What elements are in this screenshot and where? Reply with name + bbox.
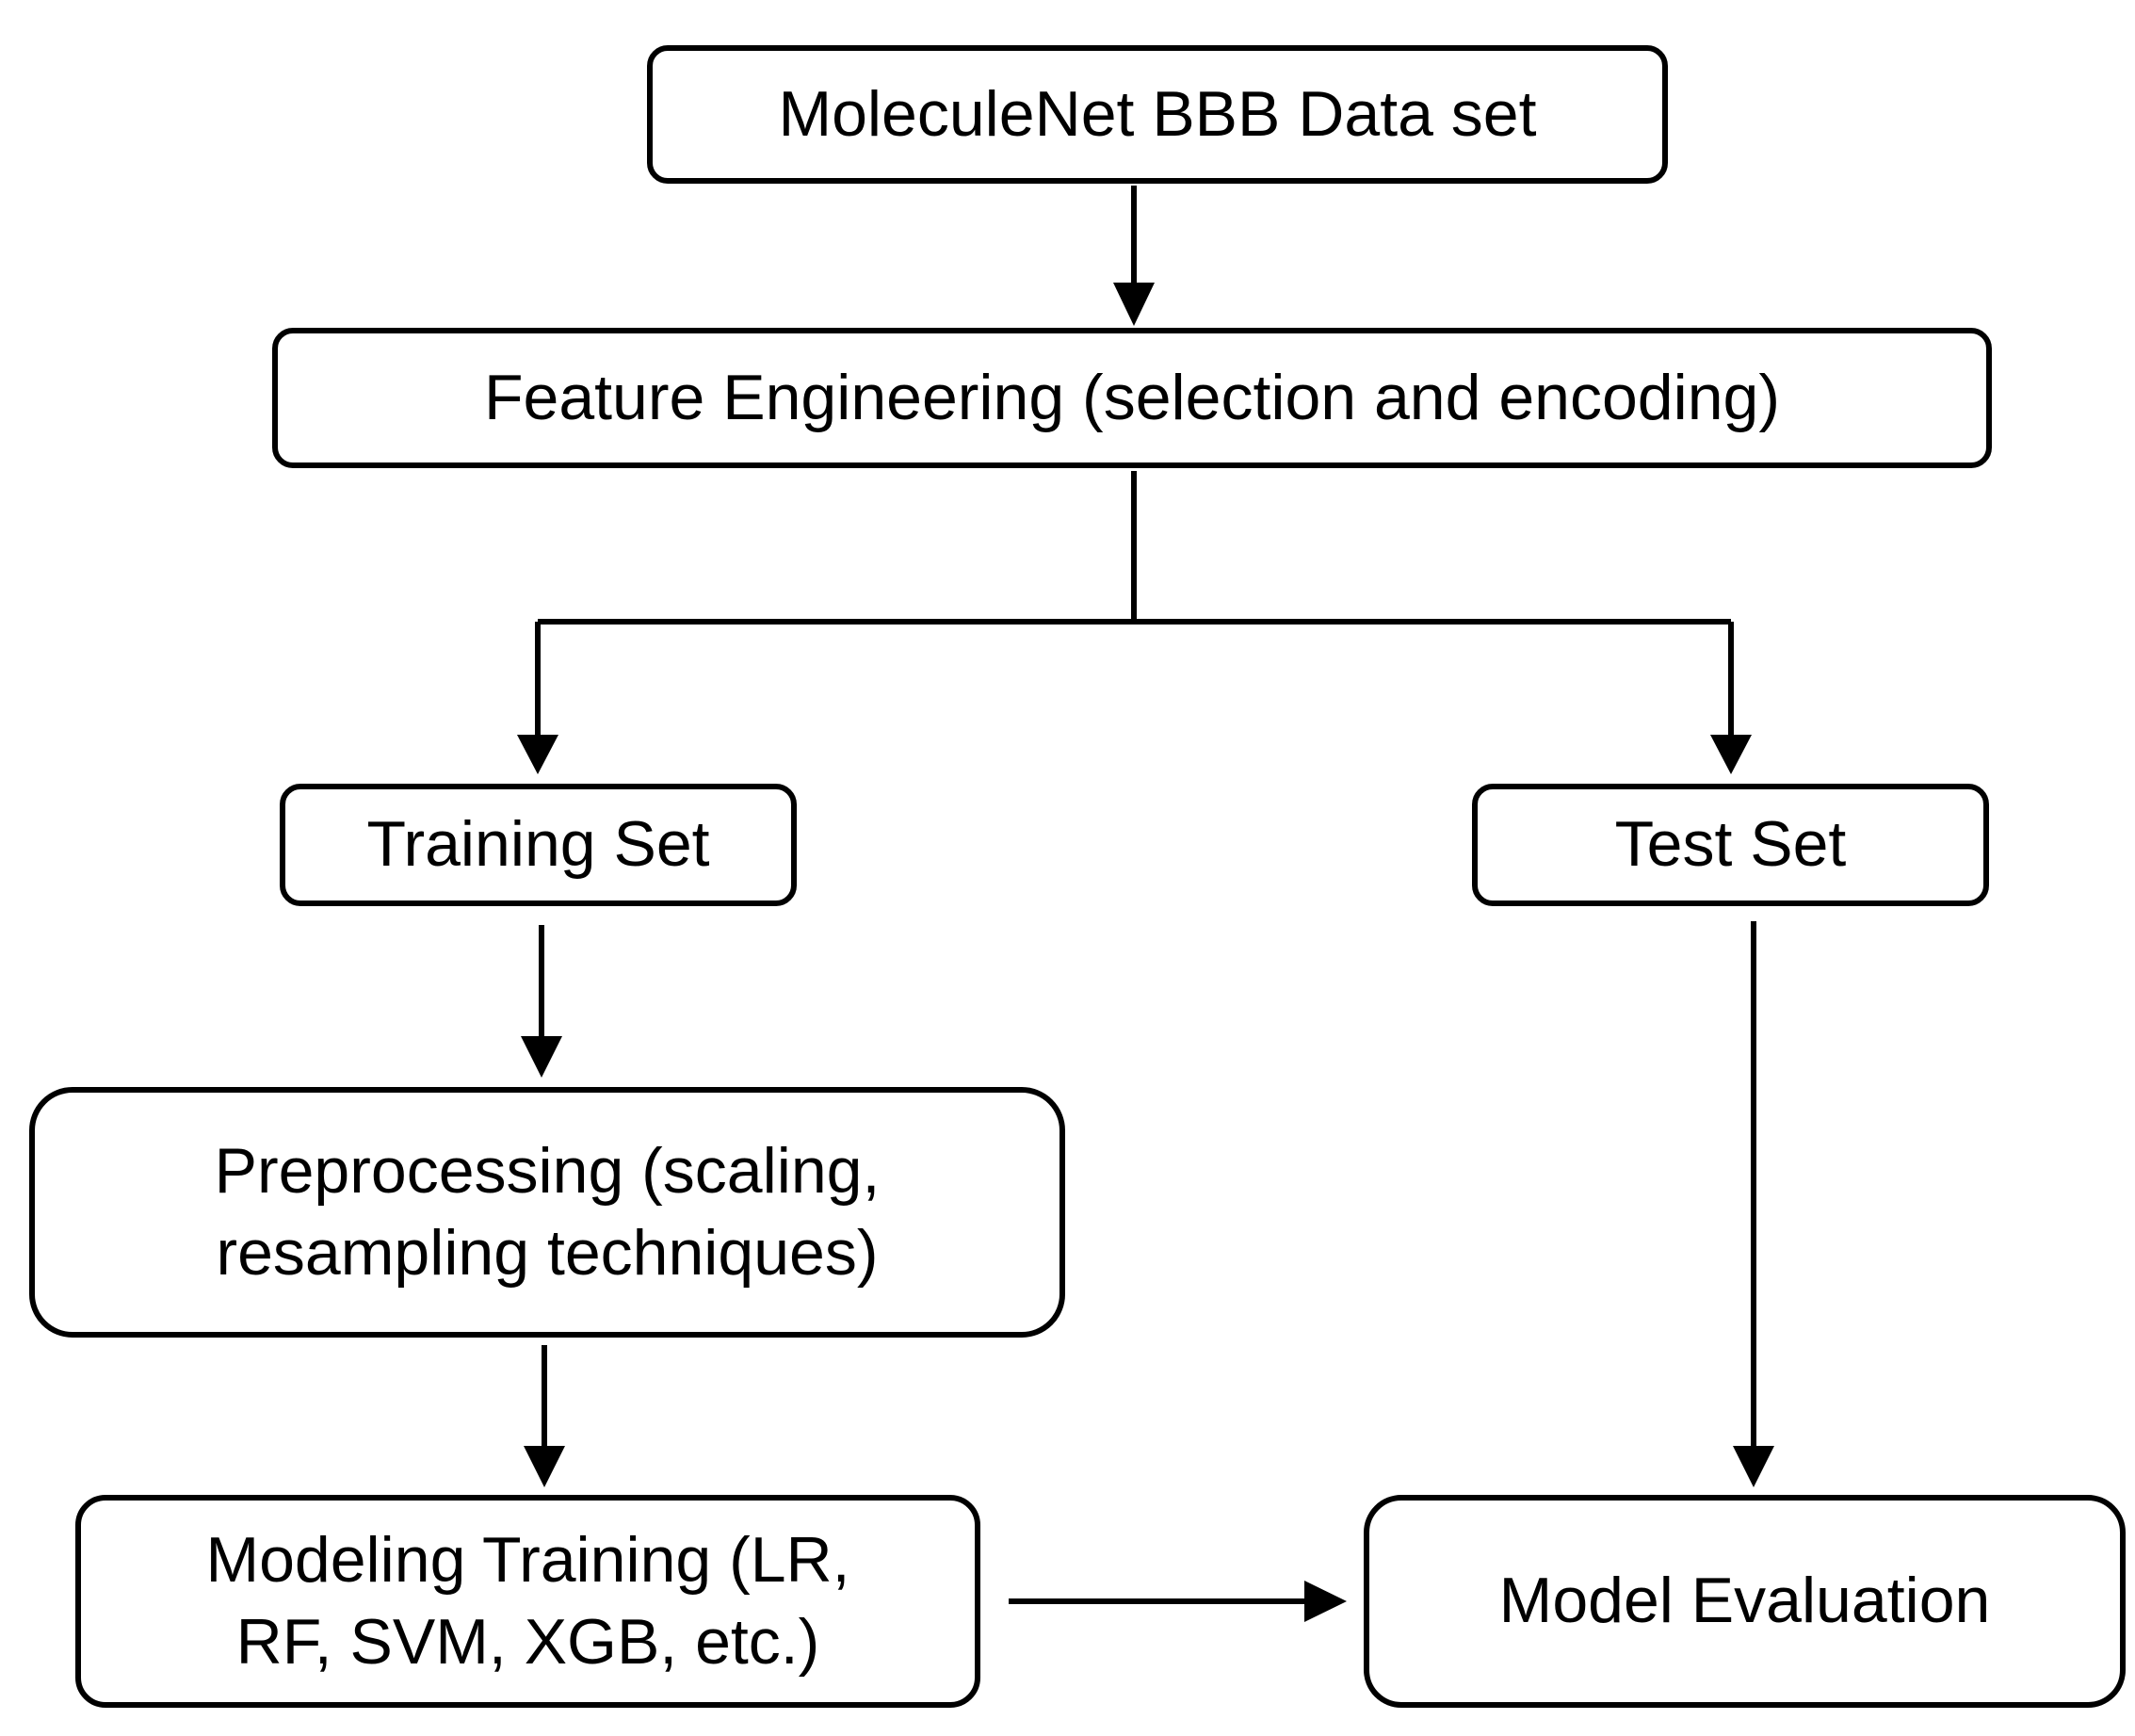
test-set-node: Test Set — [1472, 784, 1989, 906]
feature-engineering-label: Feature Engineering (selection and encod… — [483, 361, 1780, 433]
arrowhead-training-to-preprocess — [521, 1036, 562, 1078]
modeling-training-label: Modeling Training (LR, RF, SVM, XGB, etc… — [205, 1523, 850, 1678]
modeling-training-node: Modeling Training (LR, RF, SVM, XGB, etc… — [75, 1495, 980, 1708]
test-set-label: Test Set — [1614, 808, 1847, 881]
arrowhead-to-training — [517, 735, 558, 774]
arrowhead-dataset-to-feature — [1113, 283, 1155, 326]
arrowhead-test-to-evaluation — [1733, 1446, 1774, 1487]
model-evaluation-node: Model Evaluation — [1364, 1495, 2126, 1708]
preprocessing-label: Preprocessing (scaling, resampling techn… — [214, 1134, 881, 1289]
arrowhead-modeling-to-evaluation — [1304, 1581, 1347, 1622]
dataset-label: MoleculeNet BBB Data set — [778, 77, 1537, 150]
arrowhead-preprocess-to-modeling — [524, 1446, 565, 1487]
feature-engineering-node: Feature Engineering (selection and encod… — [272, 328, 1992, 468]
arrowhead-to-test — [1710, 735, 1752, 774]
training-set-node: Training Set — [280, 784, 797, 906]
model-evaluation-label: Model Evaluation — [1498, 1565, 1991, 1637]
dataset-node: MoleculeNet BBB Data set — [647, 45, 1668, 184]
training-set-label: Training Set — [366, 808, 710, 881]
preprocessing-node: Preprocessing (scaling, resampling techn… — [29, 1087, 1065, 1338]
